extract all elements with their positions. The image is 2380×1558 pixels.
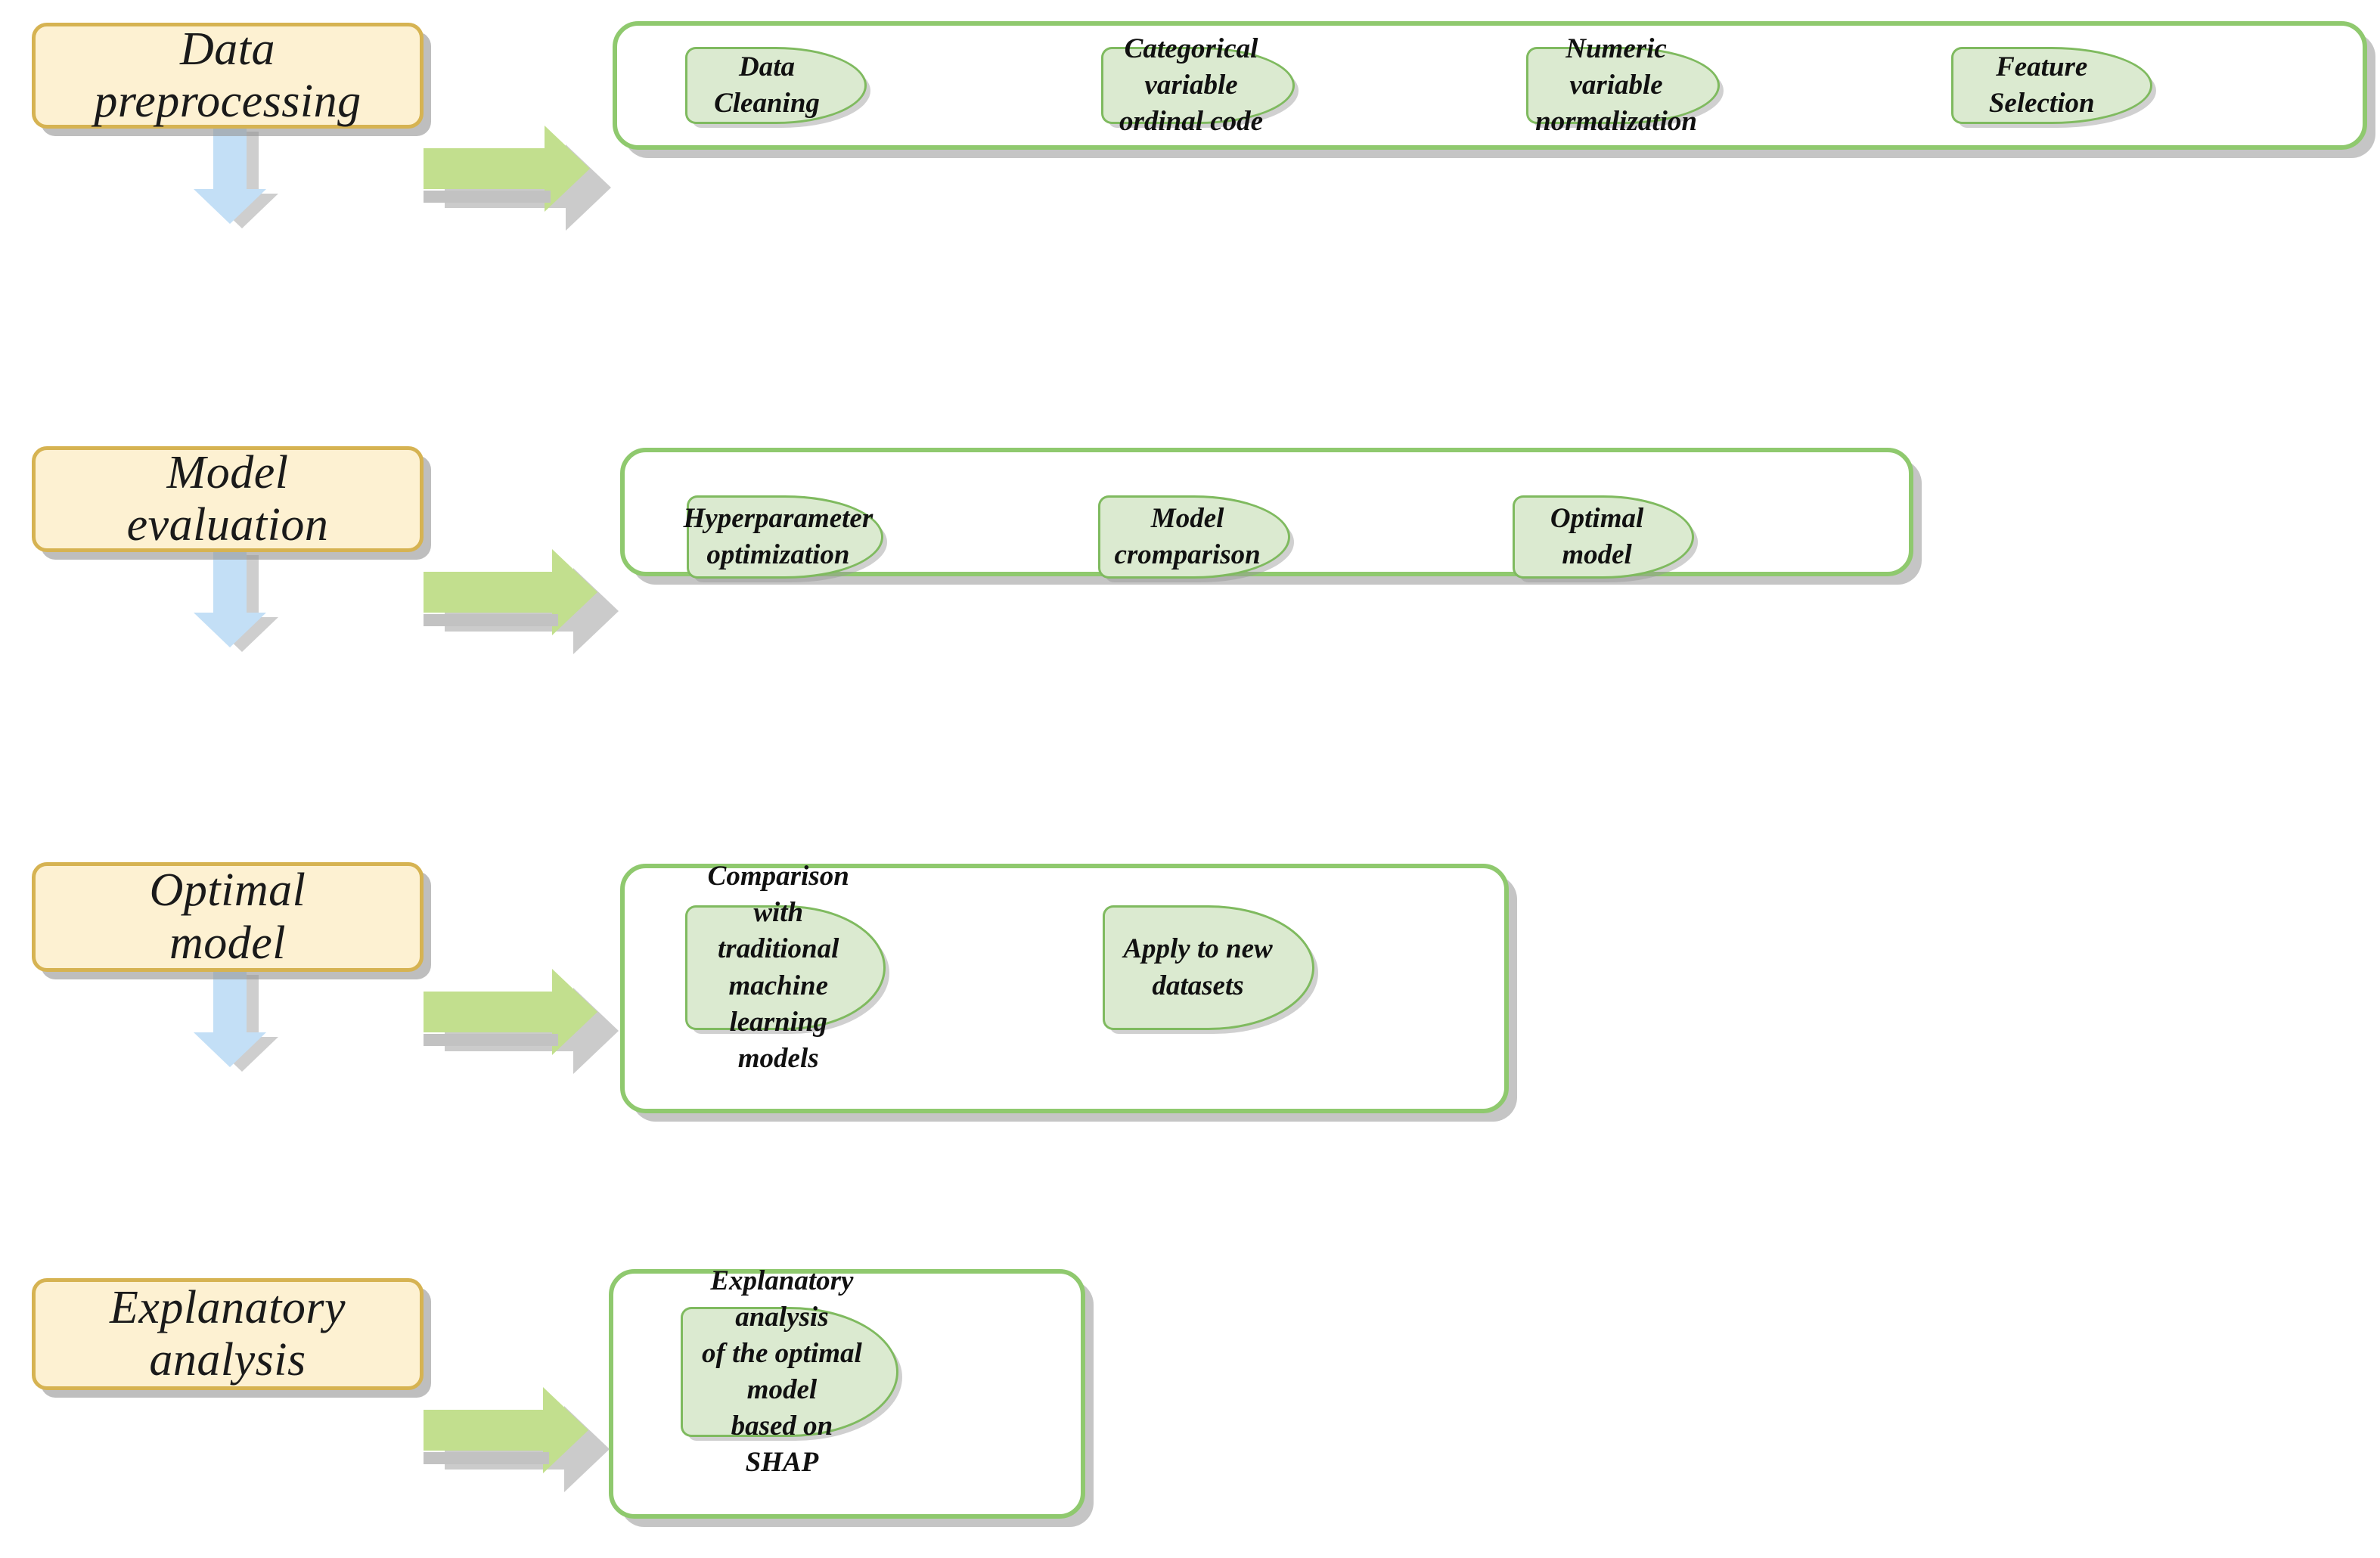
blue-down-arrow-1 (182, 127, 295, 228)
stage-box-optimal-model[interactable]: Optimal model (32, 862, 424, 972)
pill-label: Numeric variable normalization (1535, 33, 1697, 138)
pill-label: Comparison with traditional machine lear… (708, 861, 849, 1073)
green-right-arrow-2 (424, 549, 620, 654)
pill-comparison-traditional-ml[interactable]: Comparison with traditional machine lear… (685, 861, 886, 1074)
blue-down-arrow-2 (182, 551, 295, 652)
pill-shape (1103, 905, 1314, 1030)
stage-label-model-evaluation: Model evaluation (126, 446, 329, 551)
green-right-arrow-3 (424, 969, 620, 1074)
pill-numeric-variable-normalization[interactable]: Numeric variable normalization (1526, 33, 1720, 138)
stage-label-explanatory-analysis: Explanatory analysis (110, 1281, 346, 1386)
pill-hyperparameter-optimization[interactable]: Hyperparameter optimization (683, 495, 883, 579)
stage-label-data-preprocessing: Data preprocessing (94, 23, 361, 127)
blue-down-arrow-3 (182, 970, 295, 1072)
pill-label: Model cromparison (1114, 502, 1261, 570)
pill-feature-selection[interactable]: Feature Selection (1951, 47, 2152, 124)
stage-box-data-preprocessing[interactable]: Data preprocessing (32, 23, 424, 129)
pill-optimal-model[interactable]: Optimal model (1513, 495, 1694, 579)
green-right-arrow-1 (424, 126, 613, 231)
pill-label: Optimal model (1550, 502, 1644, 570)
green-right-arrow-4 (424, 1387, 613, 1492)
pill-label: Feature Selection (1988, 51, 2095, 119)
pill-label: Hyperparameter optimization (683, 502, 873, 570)
pill-shape (1526, 47, 1720, 124)
pill-model-cromparison[interactable]: Model cromparison (1098, 495, 1290, 579)
pill-categorical-variable-ordinal-code[interactable]: Categorical variable ordinal code (1101, 33, 1295, 138)
pill-shape (1951, 47, 2152, 124)
pill-label: Apply to new datasets (1123, 933, 1273, 1001)
pill-shape (681, 1307, 898, 1437)
stage-box-model-evaluation[interactable]: Model evaluation (32, 446, 424, 552)
stage-label-optimal-model: Optimal model (149, 864, 306, 969)
pill-shape (685, 47, 867, 124)
pill-data-cleaning[interactable]: Data Cleaning (685, 47, 867, 124)
pill-shape (1098, 495, 1290, 579)
pill-label: Explanatory analysis of the optimal mode… (702, 1265, 862, 1478)
pill-shape (1101, 47, 1295, 124)
pill-label: Data Cleaning (714, 51, 820, 119)
stage-box-explanatory-analysis[interactable]: Explanatory analysis (32, 1278, 424, 1390)
pill-shape (685, 905, 886, 1030)
pill-shape (687, 495, 883, 579)
pill-shape (1513, 495, 1694, 579)
pill-explanatory-analysis-shap[interactable]: Explanatory analysis of the optimal mode… (681, 1265, 898, 1478)
pill-apply-to-new-datasets[interactable]: Apply to new datasets (1103, 905, 1314, 1030)
pill-label: Categorical variable ordinal code (1119, 33, 1264, 138)
